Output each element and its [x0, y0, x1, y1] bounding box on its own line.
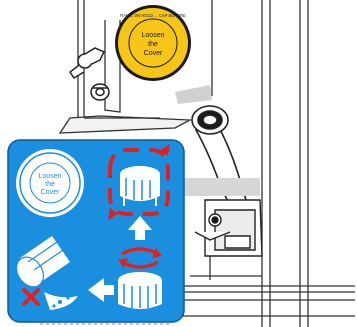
panel-cap-line3: Cover: [41, 189, 60, 196]
cap-label-line1: Loosen: [142, 32, 165, 39]
panel-cap-line1: Loosen: [39, 173, 62, 180]
callout-band: [175, 85, 212, 104]
panel-cap-icon: Loosen the Cover: [16, 149, 84, 217]
lower-fixture: [182, 178, 262, 256]
cap-label-line3: Cover: [144, 50, 163, 57]
rotate-arrows-icon: [102, 144, 178, 220]
cap-label-line2: the: [148, 41, 158, 48]
clamp-hinge-icon: [70, 48, 109, 100]
instruction-panel: Loosen the Cover: [8, 140, 184, 322]
panel-bottom-cap: [118, 272, 162, 309]
panel-cap-line2: the: [45, 181, 55, 188]
cap-ring-text: RAISE ON HOLD ... CAP BEFORE: [120, 13, 186, 18]
yellow-cap-icon: RAISE ON HOLD ... CAP BEFORE Loosen the …: [115, 5, 191, 81]
